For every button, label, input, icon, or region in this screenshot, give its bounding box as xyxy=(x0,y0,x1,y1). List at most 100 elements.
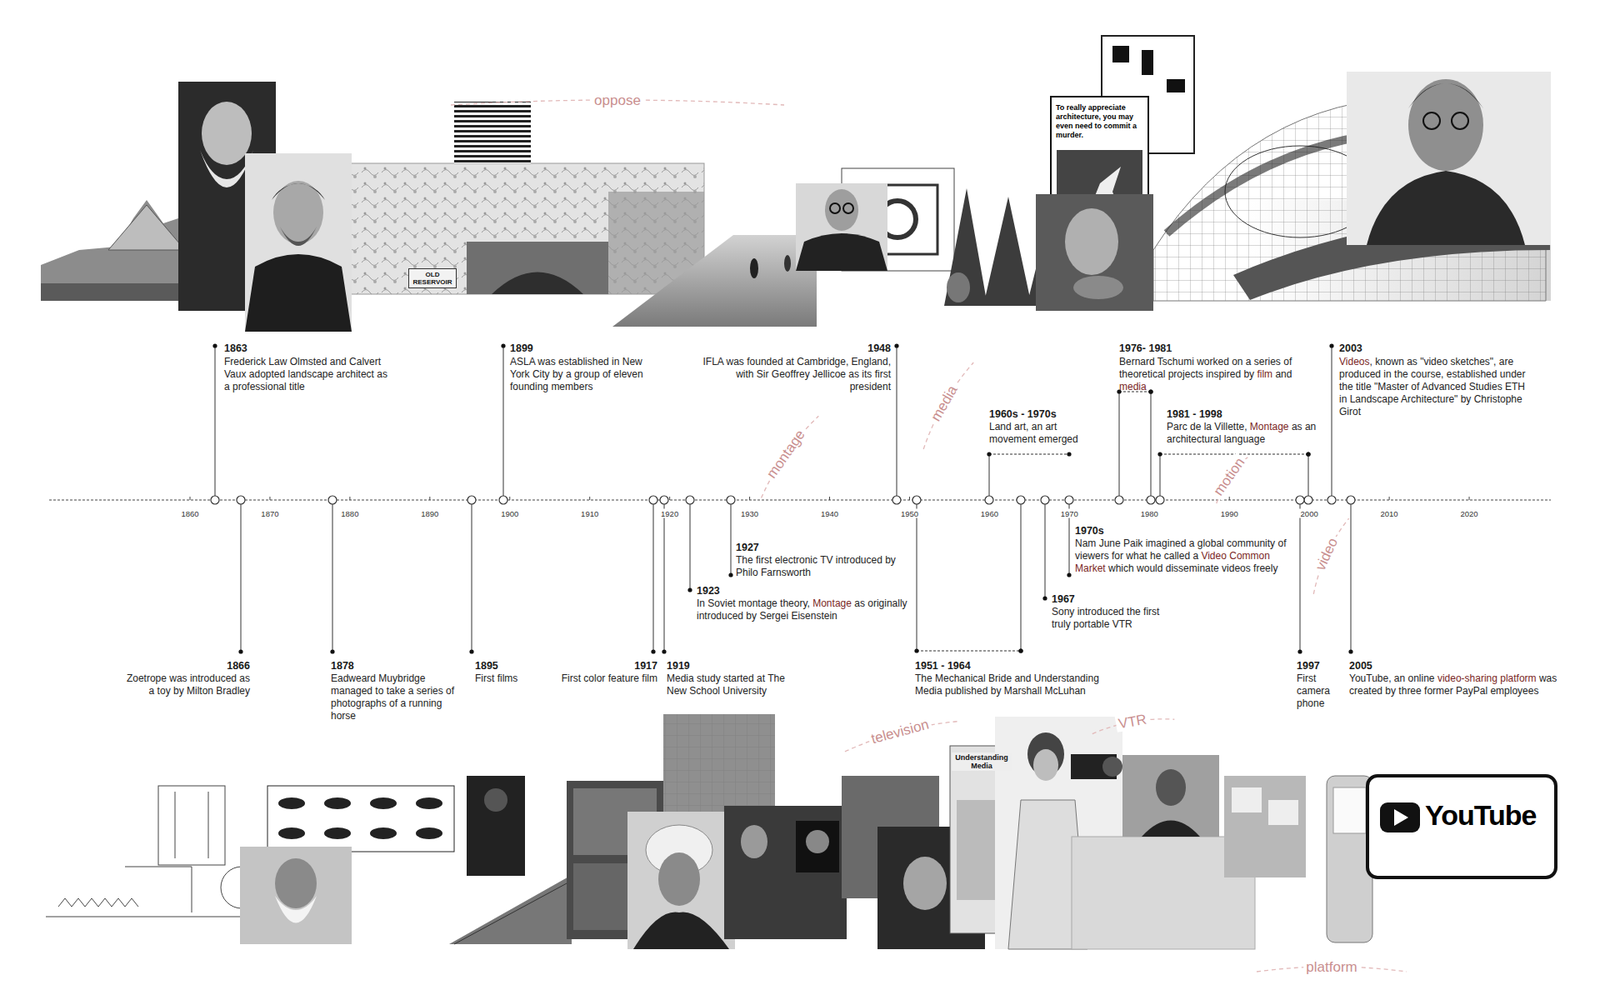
axis-tick xyxy=(190,496,191,500)
theme-word: media xyxy=(926,380,963,427)
axis-year: 1870 xyxy=(259,509,280,519)
portrait-part xyxy=(1408,83,1484,109)
leader-line xyxy=(1350,500,1352,652)
tv-inventor-photo-part xyxy=(795,820,840,873)
event-text: First camera phone xyxy=(1296,672,1343,710)
camera-woman-photo-part xyxy=(1033,749,1059,781)
leader-dot xyxy=(1148,389,1153,394)
event-year: 1967 xyxy=(1051,593,1075,606)
theme-word: platform xyxy=(1303,959,1360,975)
axis-marker xyxy=(467,495,476,505)
horse-sequence-part xyxy=(415,827,443,840)
tv-inventor-photo xyxy=(724,805,847,940)
leader-line xyxy=(503,345,505,500)
event-text: In Soviet montage theory, Montage as ori… xyxy=(696,597,910,623)
leader-dot xyxy=(1148,389,1153,394)
building-photo-part xyxy=(40,283,183,301)
event-year: 1895 xyxy=(475,660,499,673)
axis-marker xyxy=(1155,495,1165,505)
axis-marker xyxy=(1040,495,1050,505)
portrait-part xyxy=(795,183,888,271)
axis-year: 1950 xyxy=(899,509,920,519)
leader-line xyxy=(690,500,691,590)
axis-year: 1900 xyxy=(499,509,520,519)
horse-sequence-part xyxy=(278,797,305,810)
event-text: Sony introduced the first truly portable… xyxy=(1051,605,1169,631)
axis-tick xyxy=(1389,496,1390,500)
axis-tick xyxy=(1469,496,1470,500)
leader-line xyxy=(240,500,242,652)
train-photo-part xyxy=(454,883,567,945)
theme-arcs xyxy=(450,100,1407,972)
axis-year: 2010 xyxy=(1379,509,1400,519)
event-text: IFLA was founded at Cambridge, England, … xyxy=(695,355,891,394)
axis-year: 1990 xyxy=(1219,509,1240,519)
event-year: 2003 xyxy=(1339,342,1363,355)
portrait-part xyxy=(1408,79,1484,171)
axis-year: 1880 xyxy=(339,509,360,519)
axis-marker xyxy=(985,495,994,505)
text-run: which would disseminate videos freely xyxy=(1105,562,1279,575)
axis-line xyxy=(49,500,1551,501)
axis-marker xyxy=(892,495,901,505)
axis-marker xyxy=(210,495,220,505)
theme-arc xyxy=(757,413,820,499)
portrait xyxy=(245,153,352,332)
event-text: Parc de la Villette, Montage as an archi… xyxy=(1166,420,1321,446)
portrait-part xyxy=(633,912,730,950)
event-text: Eadweard Muybridge managed to take a ser… xyxy=(330,672,460,723)
axis-tick xyxy=(509,496,510,500)
train-photo-part xyxy=(466,775,525,876)
event-year: 1878 xyxy=(330,660,355,673)
theme-word: oppose xyxy=(591,92,644,109)
axis-marker xyxy=(726,495,735,505)
theme-arc xyxy=(919,360,974,450)
tv-sets-part xyxy=(1224,775,1306,878)
leader-dot xyxy=(1157,451,1162,456)
portrait-part xyxy=(627,811,735,950)
leader-dot xyxy=(661,649,666,654)
leader-dot xyxy=(894,343,899,348)
text-run: YouTube, an online xyxy=(1349,672,1438,685)
event-text: Frederick Law Olmsted and Calvert Vaux a… xyxy=(224,355,395,394)
portrait xyxy=(1346,71,1551,245)
axis-marker xyxy=(1016,495,1025,505)
horse-sequence-part xyxy=(370,827,397,840)
axis-marker xyxy=(1115,495,1124,505)
poster-grid-part xyxy=(1166,79,1185,93)
top-collage xyxy=(40,35,1551,332)
portrait-part xyxy=(825,189,859,231)
zoetrope-drawing xyxy=(45,785,263,917)
poster-quote: To really appreciate architecture, you m… xyxy=(1055,103,1145,140)
axis-marker xyxy=(1295,495,1305,505)
leader-line xyxy=(653,500,655,652)
event-text: First films xyxy=(475,672,532,685)
leader-dot xyxy=(728,572,733,577)
portrait-part xyxy=(240,846,352,945)
portrait-part xyxy=(1141,820,1200,838)
portrait-part xyxy=(903,856,947,910)
event-year: 1919 xyxy=(666,660,690,673)
leader-line xyxy=(1150,391,1152,500)
event-text: ASLA was established in New York City by… xyxy=(510,355,652,394)
axis-marker xyxy=(660,495,669,505)
portrait-part xyxy=(843,203,854,214)
axis-marker xyxy=(1065,495,1074,505)
portrait-part xyxy=(275,858,317,909)
zoetrope-drawing-part xyxy=(45,916,250,918)
axis-year: 1980 xyxy=(1139,509,1160,519)
portrait-part xyxy=(271,183,325,200)
tv-inventor-photo-part xyxy=(740,825,768,859)
tv-inventor-photo-part xyxy=(805,830,830,854)
portrait xyxy=(1122,755,1220,837)
axis-tick xyxy=(829,496,830,500)
horse-sequence-part xyxy=(324,827,351,840)
event-year: 1997 xyxy=(1296,660,1320,673)
horse-sequence xyxy=(267,785,455,852)
leader-line xyxy=(1045,500,1046,599)
portrait-part xyxy=(275,895,317,924)
leader-dot xyxy=(1297,649,1302,654)
leader-line xyxy=(916,500,918,651)
portrait-part xyxy=(1073,275,1124,300)
span-bracket xyxy=(989,454,1070,455)
